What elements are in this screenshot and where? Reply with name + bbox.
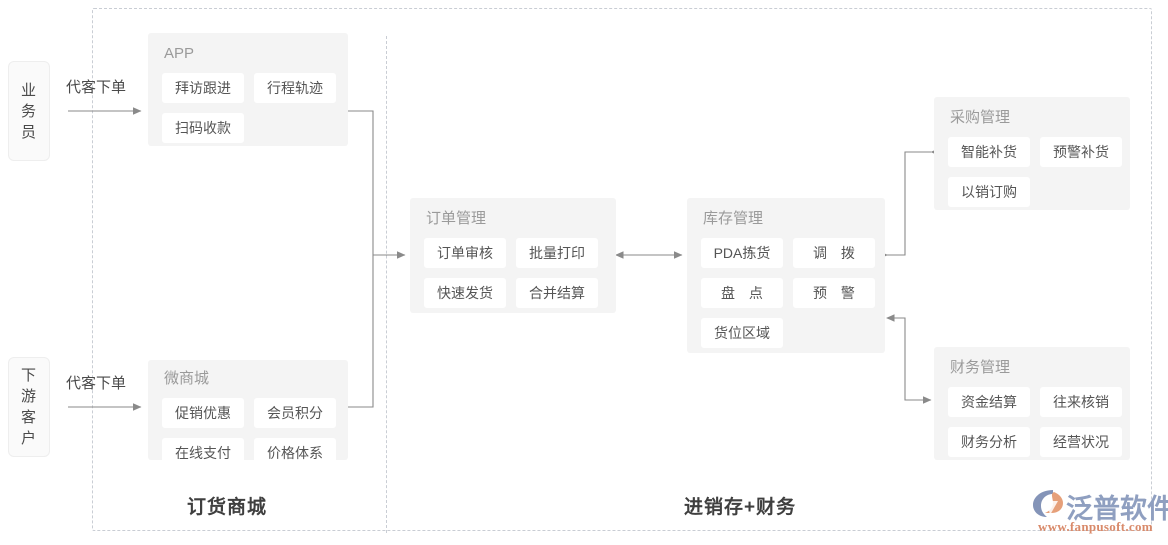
actor-customer-char-1: 游 (20, 388, 37, 405)
panel-purchase-row-0: 智能补货 预警补货 (948, 137, 1122, 167)
chip-inventory-0-1[interactable]: 调 拨 (793, 238, 875, 268)
brand-name: 泛普软件 (1066, 494, 1168, 524)
chip-mall-0-0[interactable]: 促销优惠 (162, 398, 244, 428)
chip-mall-0-1[interactable]: 会员积分 (254, 398, 336, 428)
panel-micro-mall-row-1: 在线支付 价格体系 (162, 438, 336, 468)
chip-mall-1-1[interactable]: 价格体系 (254, 438, 336, 468)
chip-app-0-0[interactable]: 拜访跟进 (162, 73, 244, 103)
chip-order-1-1[interactable]: 合并结算 (516, 278, 598, 308)
panel-inventory-management-title: 库存管理 (703, 210, 764, 227)
chip-order-0-0[interactable]: 订单审核 (424, 238, 506, 268)
diagram-outer-boundary (92, 8, 1152, 531)
actor-salesperson-char-1: 务 (20, 102, 37, 120)
chip-purchase-0-0[interactable]: 智能补货 (948, 137, 1030, 167)
panel-purchase-management[interactable]: 采购管理 智能补货 预警补货 以销订购 (934, 97, 1130, 210)
chip-order-0-1[interactable]: 批量打印 (516, 238, 598, 268)
chip-app-1-0[interactable]: 扫码收款 (162, 113, 244, 143)
chip-purchase-1-0[interactable]: 以销订购 (948, 177, 1030, 207)
zone-caption-erp-finance: 进销存+财务 (684, 497, 797, 518)
panel-purchase-row-1: 以销订购 (948, 177, 1116, 207)
zone-caption-ordering-mall: 订货商城 (187, 497, 268, 518)
brand-watermark: 泛普软件 www.fanpusoft.com (1030, 487, 1168, 539)
chip-finance-1-0[interactable]: 财务分析 (948, 427, 1030, 457)
flow-label-salesperson: 代客下单 (66, 79, 127, 96)
actor-salesperson-char-2: 员 (20, 123, 37, 141)
panel-finance-management-title: 财务管理 (950, 359, 1011, 376)
panel-purchase-management-title: 采购管理 (950, 109, 1011, 126)
chip-finance-1-1[interactable]: 经营状况 (1040, 427, 1122, 457)
panel-inventory-row-1: 盘 点 预 警 (701, 278, 875, 308)
chip-purchase-0-1[interactable]: 预警补货 (1040, 137, 1122, 167)
actor-salesperson[interactable]: 业 务 员 (8, 61, 50, 161)
chip-order-1-0[interactable]: 快速发货 (424, 278, 506, 308)
panel-order-row-0: 订单审核 批量打印 (424, 238, 602, 268)
actor-customer-char-3: 户 (20, 430, 37, 447)
chip-inventory-0-0[interactable]: PDA拣货 (701, 238, 783, 268)
panel-app-row-1: 扫码收款 (162, 113, 334, 143)
panel-order-management-title: 订单管理 (426, 210, 487, 227)
panel-app-title: APP (164, 45, 195, 62)
fanpu-swoosh-icon (1033, 490, 1063, 517)
panel-order-management[interactable]: 订单管理 订单审核 批量打印 快速发货 合并结算 (410, 198, 616, 313)
panel-inventory-row-2: 货位区域 (701, 318, 871, 348)
brand-url: www.fanpusoft.com (1038, 519, 1153, 534)
chip-inventory-1-0[interactable]: 盘 点 (701, 278, 783, 308)
chip-inventory-1-1[interactable]: 预 警 (793, 278, 875, 308)
zone-divider (386, 36, 387, 533)
chip-finance-0-0[interactable]: 资金结算 (948, 387, 1030, 417)
panel-app[interactable]: APP 拜访跟进 行程轨迹 扫码收款 (148, 33, 348, 146)
panel-order-row-1: 快速发货 合并结算 (424, 278, 602, 308)
chip-app-0-1[interactable]: 行程轨迹 (254, 73, 336, 103)
panel-inventory-management[interactable]: 库存管理 PDA拣货 调 拨 盘 点 预 警 货位区域 (687, 198, 885, 353)
panel-finance-row-1: 财务分析 经营状况 (948, 427, 1122, 457)
actor-salesperson-char-0: 业 (20, 81, 37, 99)
chip-finance-0-1[interactable]: 往来核销 (1040, 387, 1122, 417)
panel-micro-mall-row-0: 促销优惠 会员积分 (162, 398, 336, 428)
panel-finance-management[interactable]: 财务管理 资金结算 往来核销 财务分析 经营状况 (934, 347, 1130, 460)
panel-app-row-0: 拜访跟进 行程轨迹 (162, 73, 336, 103)
chip-inventory-2-0[interactable]: 货位区域 (701, 318, 783, 348)
panel-micro-mall[interactable]: 微商城 促销优惠 会员积分 在线支付 价格体系 (148, 360, 348, 468)
actor-customer-char-0: 下 (20, 367, 37, 384)
panel-micro-mall-title: 微商城 (164, 370, 210, 387)
actor-customer-char-2: 客 (20, 409, 37, 426)
panel-inventory-row-0: PDA拣货 调 拨 (701, 238, 875, 268)
panel-finance-row-0: 资金结算 往来核销 (948, 387, 1122, 417)
chip-mall-1-0[interactable]: 在线支付 (162, 438, 244, 468)
flow-label-customer: 代客下单 (66, 375, 127, 392)
actor-downstream-customer[interactable]: 下 游 客 户 (8, 357, 50, 457)
